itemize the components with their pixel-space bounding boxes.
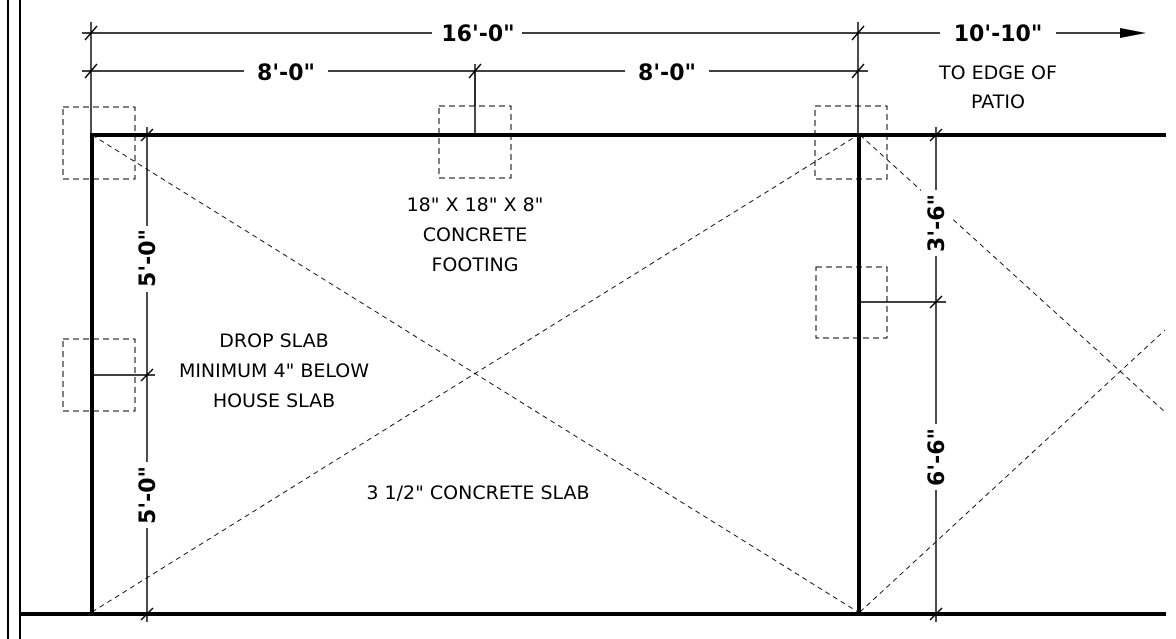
arrowhead-patio <box>1120 28 1146 38</box>
dim-right-upper: 3'-6" <box>925 194 950 252</box>
slab-diagonal-hatch <box>91 134 1166 613</box>
dim-left-half: 8'-0" <box>257 61 315 86</box>
note-drop-slab-line1: DROP SLAB <box>219 330 328 352</box>
dim-right-lower: 6'-6" <box>925 428 950 486</box>
left-dimension-lines <box>92 127 155 622</box>
footing-top-left <box>62 106 136 180</box>
dim-left-lower: 5'-0" <box>136 466 161 524</box>
footing-right-middle <box>815 266 888 339</box>
note-drop-slab-line2: MINIMUM 4" BELOW <box>179 360 369 382</box>
note-concrete-slab: 3 1/2" CONCRETE SLAB <box>366 482 589 504</box>
slab-edges <box>20 133 1166 616</box>
dim-left-upper: 5'-0" <box>136 229 161 287</box>
dim-right-half: 8'-0" <box>638 61 696 86</box>
note-footing-line2: CONCRETE <box>423 224 528 246</box>
note-footing-line3: FOOTING <box>432 254 519 276</box>
footing-top-right <box>814 105 888 180</box>
note-patio-edge-line2: PATIO <box>971 91 1025 113</box>
note-drop-slab-line3: HOUSE SLAB <box>213 390 335 412</box>
note-footing-line1: 18" X 18" X 8" <box>407 194 544 216</box>
note-patio-edge-line1: TO EDGE OF <box>938 62 1057 84</box>
footing-left-middle <box>62 338 136 412</box>
dim-overall-width: 16'-0" <box>441 22 514 47</box>
dim-to-patio-edge: 10'-10" <box>954 22 1043 47</box>
